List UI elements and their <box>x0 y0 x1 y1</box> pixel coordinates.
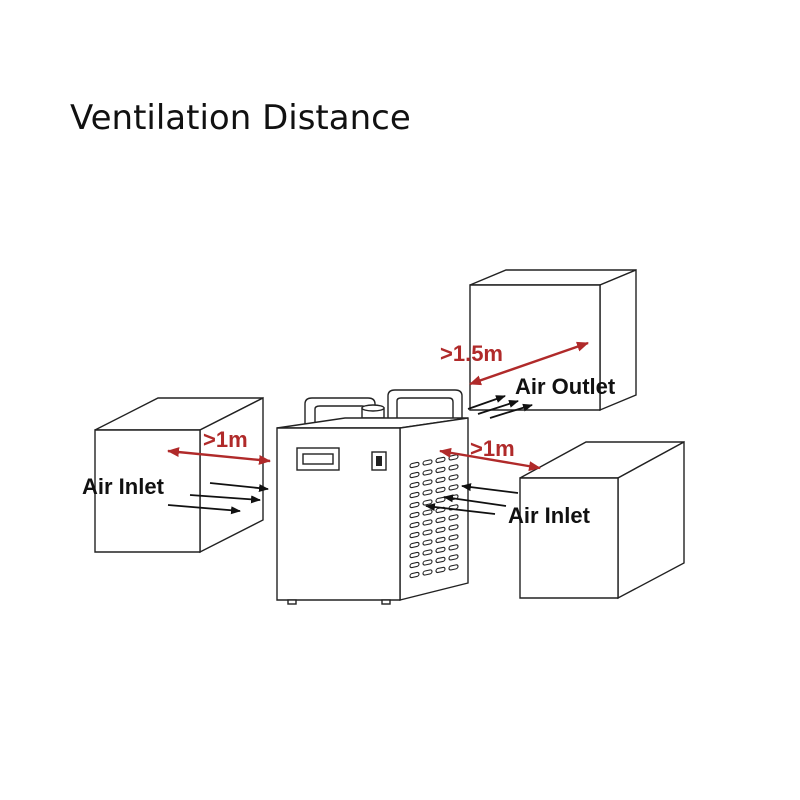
vent-slot <box>448 484 459 491</box>
page-title: Ventilation Distance <box>70 98 411 138</box>
chiller-foot <box>381 599 391 605</box>
vent-slot <box>422 519 433 526</box>
vent-slot <box>448 534 459 541</box>
vent-slot <box>448 474 459 481</box>
vent-slot <box>409 521 420 529</box>
outlet-label: Air Outlet <box>515 374 616 399</box>
chiller-unit <box>276 389 469 605</box>
vent-slot <box>422 569 433 576</box>
vent-slot <box>409 511 420 519</box>
vent-slot <box>409 481 420 489</box>
top-distance-label: >1.5m <box>440 341 503 366</box>
power-switch-icon <box>371 451 387 471</box>
vent-slot <box>435 546 446 554</box>
vent-slot <box>422 549 433 556</box>
vent-slot <box>422 489 433 496</box>
vent-slot <box>448 524 459 531</box>
vent-slot <box>422 539 433 546</box>
vent-slot <box>409 541 420 549</box>
outlet-arrows <box>467 395 533 419</box>
side-vent-grille <box>409 454 459 579</box>
right-distance-label: >1m <box>470 436 515 461</box>
vent-slot <box>422 559 433 566</box>
left-distance-label: >1m <box>203 427 248 452</box>
vent-slot <box>409 531 420 539</box>
vent-slot <box>409 461 420 469</box>
vent-slot <box>409 571 420 579</box>
right-obstacle-box <box>519 440 685 600</box>
vent-slot <box>448 554 459 561</box>
left-distance-arrow <box>167 447 271 465</box>
vent-slot <box>435 516 446 524</box>
left-inlet-label: Air Inlet <box>82 474 165 499</box>
vent-slot <box>409 491 420 499</box>
vent-slot <box>409 561 420 569</box>
right-distance-arrow <box>439 447 541 472</box>
left-inlet-arrows <box>167 482 269 515</box>
vent-slot <box>409 551 420 559</box>
vent-slot <box>435 486 446 494</box>
vent-slot <box>409 501 420 509</box>
vent-slot <box>435 476 446 484</box>
display-window <box>296 447 340 471</box>
vent-slot <box>448 564 459 571</box>
top-distance-arrow <box>469 341 589 386</box>
vent-slot <box>448 514 459 521</box>
vent-slot <box>435 566 446 574</box>
chiller-foot <box>287 599 297 605</box>
vent-slot <box>422 459 433 466</box>
right-inlet-label: Air Inlet <box>508 503 591 528</box>
vent-slot <box>435 536 446 544</box>
right-inlet-arrows <box>425 483 519 515</box>
vent-slot <box>409 471 420 479</box>
vent-slot <box>422 479 433 486</box>
vent-slot <box>448 544 459 551</box>
vent-slot <box>435 556 446 564</box>
vent-slot <box>435 526 446 534</box>
vent-slot <box>422 469 433 476</box>
vent-slot <box>422 529 433 536</box>
